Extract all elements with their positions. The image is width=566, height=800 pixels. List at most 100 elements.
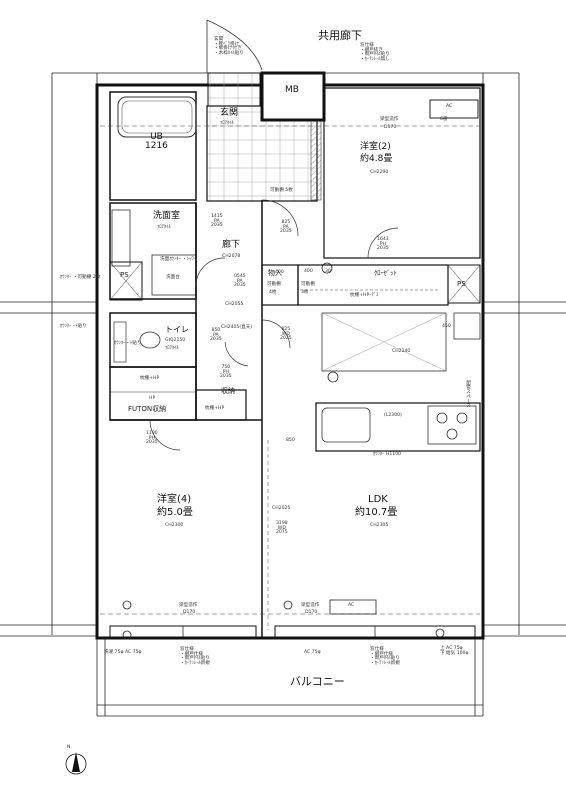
ldk-ch: CH2305 [370,523,389,528]
hallway-ch: CH2078 [222,254,241,259]
corridor-label: 共用廊下 [318,29,362,42]
shelf5-label: 可動棚 5枚 [270,188,293,193]
western4-area: 約5.0畳 [157,507,193,518]
western2-area: 約4.8畳 [360,154,393,164]
mb-label: MB [285,85,299,95]
entrance-floor: ﾌﾛｱﾀｲﾙ [220,121,234,126]
toilet-note: ｶｳﾝﾀｰ・ﾄ貼り [114,341,142,346]
balcony-outline [97,638,483,717]
kitchen-ch: CH2240 [392,349,411,354]
dim-b: 400 [304,269,313,274]
western4-ch: CH2300 [165,523,184,528]
entrance-room-label: 玄関 [220,108,239,118]
bathtub [117,96,197,138]
kitchen-counter-size: (L2300) [384,413,402,418]
ch2405-label: CH2405(直天) [221,325,253,330]
toilet-label: トイレ [165,325,189,334]
dim-mid-note: AC 75φ [304,650,321,655]
ps-right-label: PS [457,280,466,288]
shuno-label: 収納 [221,387,235,395]
dim-c: 30 [325,269,331,274]
kitchen-sink [321,407,371,443]
entrance-door-swing [206,19,263,71]
ps-right [447,264,481,304]
fridge-space [453,312,481,340]
vent-markers [122,262,445,640]
closet-shelf: 可動棚 [301,282,315,287]
vanity [111,209,131,267]
mb-closet [260,71,326,122]
storage-label: 物入 [268,269,282,277]
futon-hp: HP [149,396,156,401]
western2-ch: CH2290 [370,170,389,175]
western-room-2 [323,87,481,259]
washroom-floor: ﾌﾛｱﾀｲﾙ [157,225,171,230]
kitchen-bottom: ｶｳﾝﾀｰ H1100 [373,452,402,457]
closet-pipe: 枕棚+HPｰﾃﾞｽ [350,293,379,298]
storage-count: 4枚 [269,290,277,295]
burner-icon [446,428,458,440]
counter-left-note-2: ｶｳﾝﾀｰ ｰﾄ貼り [60,324,87,329]
toilet-floor: ﾌﾛｱﾀｲﾙ [165,346,179,351]
dim-left-note: 洗濯 75φ AC 75φ [104,650,142,655]
stove [427,405,477,445]
futon-label: FUTON収納 [128,405,167,413]
d170-label-top: D170 [384,125,397,130]
ub-room [109,91,197,201]
entrance-area [206,105,318,202]
ac-box-top [429,99,479,119]
futon-shelf: 枕棚+HP [140,376,160,381]
western4-name: 洋室(4) [157,494,192,505]
dim-f: 6番 [440,117,448,122]
dim-e: 850 [286,438,295,443]
kitchen-upper [321,312,447,372]
north-label: N [67,745,71,750]
ac-label-top: AC [446,104,453,109]
storage-shelf: 可動棚 [267,282,281,287]
north-arrow-icon [65,752,87,775]
beam-label-top: 梁型造作 [380,117,399,122]
dim-a: 400 [275,270,284,275]
ch2025-label: CH2025 [272,506,291,511]
ldk-name: LDK [368,494,388,505]
d170-label-left: D170 [183,610,196,615]
hallway-label: 廊下 [222,240,241,250]
bath-acc-note: 洗面ｶｳﾝﾀｰ ・ｼｬﾜｰ [160,257,196,262]
ps-left-label: PS [120,271,129,279]
counter-left-note: ｶｳﾝﾀｰ ・可動棚 2枚 [60,275,101,280]
burner-icon [456,412,468,424]
window-note-top: 窓仕様・網戸抜き・雨戸ﾀｲﾙ貼り・ｶｰﾃﾝﾚｰﾙ無し [360,43,390,62]
d170-label-right: D170 [305,610,318,615]
shoe-cabinet [310,119,322,201]
ac-label-bottom: AC [348,603,355,608]
ch2055-label: CH2055 [225,302,244,307]
kitchen-counter [315,402,481,452]
pipe-space-label: 配管スペース [465,380,471,408]
ldk-area: 約10.7畳 [355,507,398,518]
door-swings [149,199,399,451]
toilet-bowl [139,331,161,349]
closet-label: ｸﾛｰｾﾞｯﾄ [374,269,397,277]
western2-name: 洋室(2) [360,142,391,152]
dim-right-note: 上 AC 75φ 下 給気 100φ [440,646,469,656]
toilet-size: GIQ2150 [165,338,186,343]
beam-label-right: 梁型造作 [301,603,320,608]
burner-icon [436,412,448,424]
dim-d: 450 [442,324,451,329]
beam-label-left: 梁型造作 [179,603,198,608]
balcony-label: バルコニー [290,675,345,688]
closet-count: 3枚 [301,290,309,295]
closet-box [297,264,449,306]
balcony-windows [109,625,476,639]
window-note-bottom-right: 窓仕様・網戸仕様・雨戸ﾀｲﾙ貼り・ｶｰﾃﾝﾚｰﾙ新規 [370,647,400,666]
